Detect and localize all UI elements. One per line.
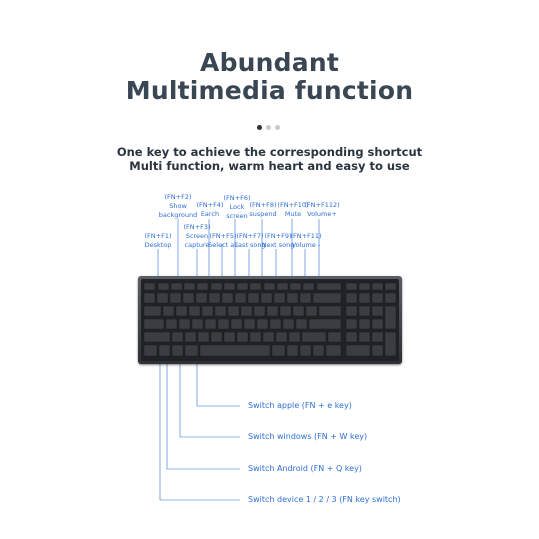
fn-label-key: (FN+F10) [277,201,309,209]
fn-label-mute: (FN+F10) Mute [277,201,308,219]
fn-label-name: Earch [200,210,220,218]
fn-label-key: (FN+F9) [264,232,292,240]
fn-label-earch: (FN+F4) Earch [197,201,224,219]
pager-dot-active[interactable] [257,125,262,130]
fn-label-last-song: (FN+F7) Last song [234,232,265,250]
page-title-line2: Multimedia function [125,76,414,105]
callout-switch-apple: Switch apple (FN + e key) [248,401,352,410]
fn-label-key: (FN+F11) [290,232,322,240]
fn-label-key: (FN+F7) [236,232,264,240]
fn-label-name: background [158,211,198,219]
fn-label-desktop: (FN+F1) Desktop [145,232,172,250]
fn-label-name: Volume - [291,241,321,249]
subtitle-line2: Multi function, warm heart and easy to u… [129,159,410,173]
fn-label-name: screen [226,212,248,220]
fn-label-key: (FN+F6) [223,194,251,202]
pager-dot[interactable] [266,125,271,130]
fn-label-name: Volume+ [307,210,337,218]
fn-label-name: Show [169,202,187,210]
fn-label-name: Mute [284,210,302,218]
fn-label-volume-up: (FN+F112) Volume+ [304,201,339,219]
fn-label-volume-down: (FN+F11) Volume - [290,232,321,250]
fn-label-key: (FN+F112) [304,201,340,209]
pager-dot[interactable] [275,125,280,130]
fn-label-show-background: (FN+F2) Show background [159,193,197,220]
fn-label-key: (FN+F2) [164,193,192,201]
fn-label-key: (FN+F8) [249,201,277,209]
keyboard-image [138,276,402,364]
fn-label-name: capture [184,241,210,249]
fn-label-name: Last song [234,241,266,249]
keyboard-body [141,279,399,361]
callout-switch-android: Switch Android (FN + Q key) [248,464,362,473]
fn-label-screen-capture: (FN+F3) Screen capture [184,223,211,250]
fn-label-key: (FN+F4) [196,201,224,209]
fn-label-name: Select all [208,241,238,249]
fn-label-name: Lock [229,203,245,211]
fn-label-suspend: (FN+F8) suspend [249,201,276,219]
fn-label-lock-screen: (FN+F6) Lock screen [224,194,251,221]
callout-switch-device: Switch device 1 / 2 / 3 (FN key switch) [248,495,401,504]
fn-label-next-song: (FN+F9) Next song [262,232,295,250]
fn-label-name: Desktop [144,241,172,249]
fn-label-key: (FN+F3) [183,223,211,231]
fn-label-key: (FN+F1) [144,232,172,240]
fn-label-select-all: (FN+F5) Select all [208,232,238,250]
keyboard-keys [143,282,397,357]
fn-label-name: Screen [185,232,209,240]
callout-switch-windows: Switch windows (FN + W key) [248,432,368,441]
subtitle-line1: One key to achieve the corresponding sho… [116,145,423,159]
page-title-line1: Abundant [200,48,339,77]
pager-dots [257,125,280,130]
fn-label-name: suspend [249,210,277,218]
fn-label-key: (FN+F5) [209,232,237,240]
fn-label-name: Next song [261,241,295,249]
